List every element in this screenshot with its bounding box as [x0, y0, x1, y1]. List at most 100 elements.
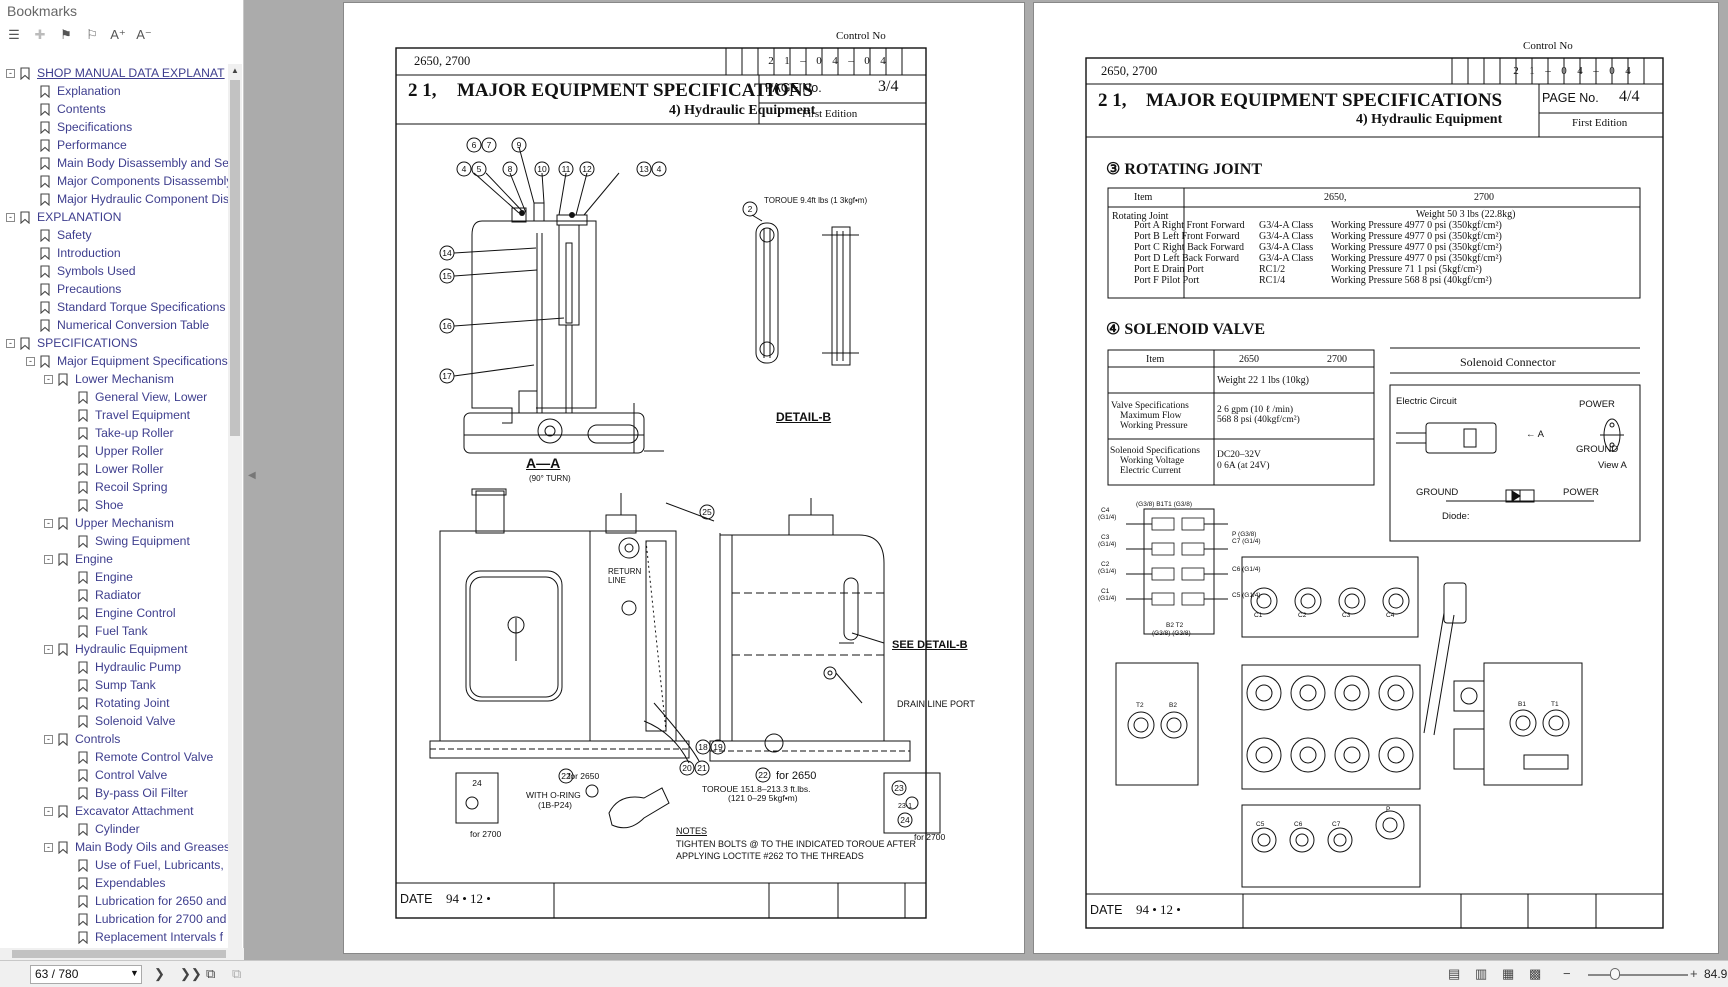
bookmark-item[interactable]: -Major Equipment Specifications: [26, 352, 228, 370]
new-bookmark-icon[interactable]: ✚: [34, 27, 46, 42]
collapse-panel-icon[interactable]: ◀: [248, 470, 256, 481]
bookmark-item[interactable]: Major Hydraulic Component Dis: [40, 190, 228, 208]
last-page-icon[interactable]: ❯❯: [180, 966, 202, 981]
bookmark-icon: [78, 894, 88, 908]
chevron-down-icon[interactable]: ▼: [130, 968, 139, 978]
bookmark-item[interactable]: Take-up Roller: [78, 424, 174, 442]
bookmark-item[interactable]: Standard Torque Specifications: [40, 298, 225, 316]
zoom-slider[interactable]: [1588, 974, 1688, 976]
bookmark-item[interactable]: Solenoid Valve: [78, 712, 175, 730]
bookmarks-vscrollbar[interactable]: ▲: [228, 64, 242, 948]
collapse-toggle-icon[interactable]: -: [44, 554, 53, 564]
continuous-facing-view-icon[interactable]: ▩: [1529, 966, 1542, 981]
bookmark-item[interactable]: -Lower Mechanism: [44, 370, 174, 388]
bookmark-label: Cylinder: [95, 822, 140, 836]
bookmark-icon: [78, 822, 88, 836]
bookmark-properties-icon[interactable]: ⚐: [86, 27, 98, 42]
bookmarks-vscroll-thumb[interactable]: [230, 80, 240, 436]
bookmark-item[interactable]: Explanation: [40, 82, 121, 100]
bookmark-item[interactable]: Precautions: [40, 280, 121, 298]
bookmark-item[interactable]: Radiator: [78, 586, 141, 604]
collapse-toggle-icon[interactable]: -: [44, 842, 53, 852]
single-page-view-icon[interactable]: ▤: [1448, 966, 1461, 981]
zoom-out-icon[interactable]: −: [1563, 966, 1571, 981]
zoom-slider-thumb[interactable]: [1610, 968, 1620, 980]
bookmark-item[interactable]: Remote Control Valve: [78, 748, 213, 766]
bookmark-item[interactable]: -SHOP MANUAL DATA EXPLANAT: [6, 64, 225, 82]
bookmark-item[interactable]: Engine Control: [78, 604, 176, 622]
bookmark-item[interactable]: -Hydraulic Equipment: [44, 640, 187, 658]
bookmark-item[interactable]: Sump Tank: [78, 676, 156, 694]
bookmark-item[interactable]: Fuel Tank: [78, 622, 148, 640]
bookmark-item[interactable]: Control Valve: [78, 766, 167, 784]
bookmark-item[interactable]: Use of Fuel, Lubricants,: [78, 856, 224, 874]
bookmark-icon: [58, 642, 68, 656]
bookmark-item[interactable]: Main Body Disassembly and Ser: [40, 154, 228, 172]
bookmark-item[interactable]: Major Components Disassembly: [40, 172, 228, 190]
bookmark-item[interactable]: Introduction: [40, 244, 121, 262]
collapse-toggle-icon[interactable]: -: [44, 806, 53, 816]
bookmark-item[interactable]: Contents: [40, 100, 106, 118]
bookmark-item[interactable]: Hydraulic Pump: [78, 658, 181, 676]
collapse-toggle-icon[interactable]: -: [44, 518, 53, 528]
bookmark-item[interactable]: Lubrication for 2650 and: [78, 892, 226, 910]
bookmark-item[interactable]: -Excavator Attachment: [44, 802, 194, 820]
bookmark-item[interactable]: Lubrication for 2700 and: [78, 910, 226, 928]
bookmark-options-icon[interactable]: ☰: [8, 27, 20, 42]
collapse-toggle-icon[interactable]: -: [6, 338, 15, 348]
bookmark-icon: [40, 102, 50, 116]
bookmark-item[interactable]: Upper Roller: [78, 442, 163, 460]
add-bookmark-icon[interactable]: ⚑: [60, 27, 72, 42]
collapse-toggle-icon[interactable]: -: [44, 644, 53, 654]
expand-all-icon[interactable]: A⁺: [110, 27, 126, 42]
page-no-label: PAGE No.: [1542, 91, 1599, 105]
bookmark-item[interactable]: -Controls: [44, 730, 120, 748]
for-2650-label: for 2650: [776, 770, 817, 782]
collapse-toggle-icon[interactable]: -: [6, 212, 15, 222]
zoom-in-icon[interactable]: +: [1690, 966, 1698, 981]
bookmarks-hscroll-thumb[interactable]: [12, 950, 226, 958]
callout: 18: [698, 742, 708, 752]
bookmark-item[interactable]: -Engine: [44, 550, 113, 568]
bookmark-item[interactable]: Expendables: [78, 874, 165, 892]
previous-view-icon[interactable]: ⧉: [206, 966, 216, 981]
bookmark-item[interactable]: Cylinder: [78, 820, 140, 838]
bookmark-item[interactable]: Shoe: [78, 496, 123, 514]
collapse-toggle-icon[interactable]: -: [44, 374, 53, 384]
bookmark-item[interactable]: General View, Lower: [78, 388, 207, 406]
collapse-toggle-icon[interactable]: -: [44, 734, 53, 744]
port-pressure: Working Pressure 4977 0 psi (350kgf/cm²): [1331, 220, 1502, 231]
page-number-input[interactable]: 63 / 780: [30, 965, 142, 984]
bookmark-item[interactable]: -EXPLANATION: [6, 208, 121, 226]
bookmark-item[interactable]: Safety: [40, 226, 92, 244]
bookmark-item[interactable]: Recoil Spring: [78, 478, 167, 496]
bookmark-item[interactable]: -SPECIFICATIONS: [6, 334, 138, 352]
zoom-level[interactable]: 84.92: [1704, 967, 1728, 981]
continuous-view-icon[interactable]: ▥: [1475, 966, 1488, 981]
collapse-toggle-icon[interactable]: -: [26, 356, 35, 366]
bookmark-item[interactable]: -Upper Mechanism: [44, 514, 174, 532]
bookmark-item[interactable]: Engine: [78, 568, 133, 586]
next-page-icon[interactable]: ❯: [154, 966, 165, 981]
bookmark-item[interactable]: Rotating Joint: [78, 694, 170, 712]
bookmark-item[interactable]: Swing Equipment: [78, 532, 190, 550]
bookmark-item[interactable]: Replacement Intervals f: [78, 928, 223, 946]
bookmark-icon: [78, 912, 88, 926]
facing-view-icon[interactable]: ▦: [1502, 966, 1515, 981]
table-cell: 568 8 psi (40kgf/cm²): [1217, 415, 1300, 425]
bookmark-item[interactable]: Symbols Used: [40, 262, 136, 280]
bookmark-item[interactable]: Lower Roller: [78, 460, 163, 478]
collapse-all-icon[interactable]: A⁻: [136, 27, 152, 42]
bookmark-item[interactable]: Numerical Conversion Table: [40, 316, 209, 334]
next-view-icon[interactable]: ⧉: [232, 966, 242, 981]
bookmark-item[interactable]: Specifications: [40, 118, 132, 136]
bookmark-item[interactable]: By-pass Oil Filter: [78, 784, 188, 802]
bookmark-item[interactable]: Performance: [40, 136, 127, 154]
bookmarks-hscrollbar[interactable]: [0, 948, 244, 960]
solenoid-weight: Weight 22 1 lbs (10kg): [1217, 375, 1309, 386]
bookmark-item[interactable]: -Main Body Oils and Greases: [44, 838, 228, 856]
date-label: DATE: [400, 892, 433, 906]
bookmark-item[interactable]: Travel Equipment: [78, 406, 190, 424]
collapse-toggle-icon[interactable]: -: [6, 68, 15, 78]
